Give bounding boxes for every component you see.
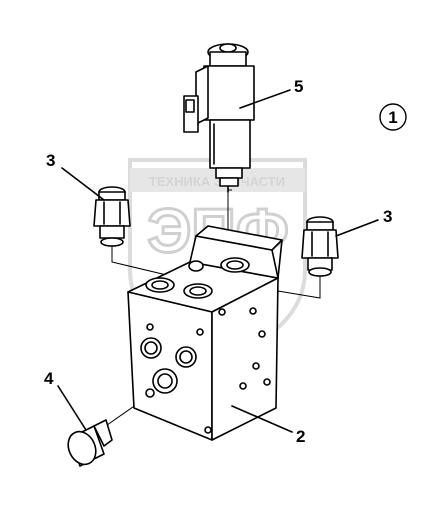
- valve-block-front: [127, 291, 213, 441]
- valve-block-side: [211, 277, 279, 441]
- fitting-right: [301, 216, 339, 277]
- watermark-line: ТЕХНИКА ЗАПЧАСТИ: [149, 174, 285, 189]
- callout-3-right: 3: [383, 207, 392, 226]
- leader-lines: [57, 89, 379, 433]
- callout-4: 4: [44, 369, 54, 388]
- callout-2: 2: [296, 427, 305, 446]
- figure-number-badge: 1: [379, 103, 407, 131]
- fitting-left: [93, 186, 131, 247]
- plug: [67, 419, 113, 467]
- callout-labels: 5 3 3 4 2: [44, 77, 392, 446]
- valve-block: [127, 225, 283, 441]
- callout-3-left: 3: [46, 151, 55, 170]
- callout-5: 5: [294, 77, 303, 96]
- solenoid-valve: [183, 43, 255, 193]
- figure-number: 1: [388, 108, 397, 127]
